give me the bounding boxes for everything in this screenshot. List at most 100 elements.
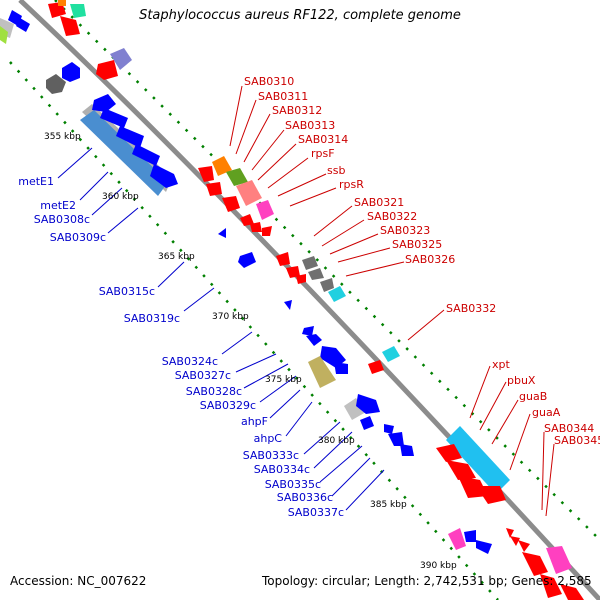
gene-arrow[interactable] (222, 196, 240, 212)
gene-label[interactable]: metE1 (18, 175, 54, 188)
gene-arrow[interactable] (464, 530, 476, 542)
gene-block[interactable] (110, 48, 132, 70)
gene-arrow[interactable] (62, 62, 80, 82)
gene-block[interactable] (308, 268, 324, 280)
gene-block[interactable] (448, 528, 466, 550)
gene-label[interactable]: SAB0309c (50, 231, 106, 244)
gene-arrow[interactable] (276, 252, 290, 266)
gene-label[interactable]: SAB0327c (175, 369, 231, 382)
gene-arrow[interactable] (132, 144, 160, 166)
gene-arrow[interactable] (302, 326, 314, 336)
gene-label[interactable]: SAB0345 (554, 434, 600, 447)
gene-arrow[interactable] (116, 126, 144, 148)
gene-label[interactable]: ahpF (241, 415, 268, 428)
gene-arrow[interactable] (334, 362, 348, 374)
gene-arrow[interactable] (206, 182, 222, 196)
gene-label[interactable]: SAB0324c (162, 355, 218, 368)
gene-label[interactable]: SAB0336c (277, 491, 333, 504)
gene-label[interactable]: SAB0308c (34, 213, 90, 226)
gene-label[interactable]: xpt (492, 358, 510, 371)
gene-arrow[interactable] (388, 432, 404, 446)
gene-block[interactable] (226, 168, 248, 186)
gene-arrow[interactable] (296, 274, 306, 284)
gene-arrow[interactable] (150, 164, 178, 188)
gene-arrow[interactable] (240, 214, 254, 226)
gene-label[interactable]: metE2 (40, 199, 76, 212)
gene-block-gua[interactable] (446, 426, 510, 494)
gene-label[interactable]: SAB0313 (285, 119, 335, 132)
gene-block[interactable] (320, 278, 334, 292)
gene-label[interactable]: SAB0312 (272, 104, 322, 117)
gene-arrow[interactable] (286, 266, 300, 278)
gene-label[interactable]: rpsR (339, 178, 364, 191)
gene-arrow[interactable] (476, 486, 506, 504)
gene-block[interactable] (0, 26, 8, 44)
gene-label[interactable]: SAB0334c (254, 463, 310, 476)
gene-label[interactable]: SAB0319c (124, 312, 180, 325)
gene-label[interactable]: pbuX (507, 374, 536, 387)
gene-arrow[interactable] (522, 552, 548, 576)
gene-label[interactable]: SAB0314 (298, 133, 348, 146)
gene-label[interactable]: SAB0333c (243, 449, 299, 462)
gene-arrow[interactable] (218, 228, 226, 238)
gene-arrow[interactable] (506, 528, 514, 538)
gene-block[interactable] (236, 180, 262, 206)
leader-line (479, 381, 507, 431)
gene-arrow[interactable] (320, 346, 346, 368)
gene-arrow[interactable] (250, 222, 262, 232)
gene-label[interactable]: SAB0323 (380, 224, 430, 237)
gene-arrow[interactable] (356, 394, 380, 414)
gene-arrow[interactable] (476, 540, 492, 554)
gene-label[interactable]: SAB0315c (99, 285, 155, 298)
gene-label[interactable]: guaB (519, 390, 547, 403)
gene-block[interactable] (70, 4, 86, 18)
gene-arrow[interactable] (384, 424, 394, 434)
gene-label[interactable]: SAB0329c (200, 399, 256, 412)
gene-label[interactable]: ahpC (254, 432, 283, 445)
gene-label[interactable]: SAB0311 (258, 90, 308, 103)
gene-arrow[interactable] (518, 540, 530, 552)
gene-arrow[interactable] (238, 252, 256, 268)
gene-arrow[interactable] (446, 460, 476, 480)
gene-block[interactable] (382, 346, 400, 362)
gene-arrow[interactable] (360, 416, 374, 430)
gene-label[interactable]: SAB0337c (288, 506, 344, 519)
gene-arrow[interactable] (284, 300, 292, 310)
gene-arrow[interactable] (16, 18, 30, 32)
gene-block[interactable] (58, 0, 66, 6)
gene-block[interactable] (302, 256, 318, 270)
gene-block-metE[interactable] (80, 110, 168, 196)
gene-arrow[interactable] (96, 60, 118, 80)
gene-arrow[interactable] (198, 166, 214, 182)
gene-arrow[interactable] (560, 584, 584, 600)
gene-label[interactable]: guaA (532, 406, 561, 419)
gene-label[interactable]: SAB0335c (265, 478, 321, 491)
gene-arrow[interactable] (60, 16, 80, 36)
gene-label[interactable]: ssb (327, 164, 345, 177)
gene-block[interactable] (328, 286, 346, 302)
gene-label[interactable]: SAB0322 (367, 210, 417, 223)
gene-block[interactable] (546, 546, 572, 574)
gene-label[interactable]: rpsF (311, 147, 335, 160)
gene-arrow[interactable] (306, 334, 322, 346)
gene-arrow[interactable] (368, 360, 384, 374)
gene-label[interactable]: SAB0326 (405, 253, 455, 266)
gene-label[interactable]: SAB0325 (392, 238, 442, 251)
gene-arrow[interactable] (540, 574, 562, 598)
gene-arrow[interactable] (510, 536, 520, 546)
gene-arrow[interactable] (262, 226, 272, 236)
gene-block[interactable] (212, 156, 232, 176)
gene-block[interactable] (46, 74, 66, 94)
gene-arrow[interactable] (436, 444, 462, 462)
gene-block[interactable] (256, 200, 274, 220)
gene-label[interactable]: SAB0344 (544, 422, 594, 435)
gene-label[interactable]: SAB0310 (244, 75, 294, 88)
gene-arrow[interactable] (400, 444, 414, 456)
gene-arrow[interactable] (92, 94, 116, 112)
gene-arrow[interactable] (100, 108, 128, 128)
gene-label[interactable]: SAB0332 (446, 302, 496, 315)
gene-label[interactable]: SAB0328c (186, 385, 242, 398)
gene-label[interactable]: SAB0321 (354, 196, 404, 209)
gene-block-ahpF[interactable] (308, 356, 336, 388)
gene-block-ahpC[interactable] (344, 398, 366, 420)
